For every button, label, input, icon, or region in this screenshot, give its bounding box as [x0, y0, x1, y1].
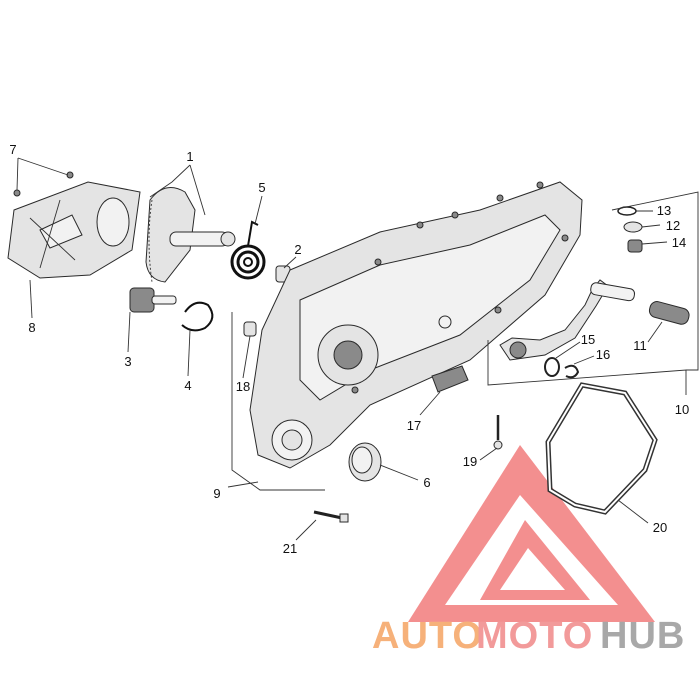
part-1-gear-sector: [145, 187, 236, 283]
callout-18: 18: [236, 379, 250, 394]
callout-12: 12: [666, 218, 680, 233]
callout-20: 20: [653, 520, 667, 535]
part-15-oring: [544, 357, 560, 377]
callout-11: 11: [633, 338, 647, 353]
part-10-kick-lever: [499, 279, 636, 361]
part-4-circlip: [181, 301, 214, 332]
callout-10: 10: [675, 402, 689, 417]
callout-1: 1: [186, 149, 193, 164]
callout-2: 2: [294, 242, 301, 257]
callout-8: 8: [28, 320, 35, 335]
callout-19: 19: [463, 454, 477, 469]
callout-9: 9: [213, 486, 220, 501]
callout-3: 3: [124, 354, 131, 369]
callout-17: 17: [407, 418, 421, 433]
part-18-dowel: [243, 321, 257, 337]
part-12-washer: [623, 221, 643, 233]
callout-5: 5: [258, 180, 265, 195]
callout-13: 13: [657, 203, 671, 218]
callout-7: 7: [9, 142, 16, 157]
part-17-block: [431, 365, 469, 393]
callout-14: 14: [672, 235, 686, 250]
part-6-cap: [348, 442, 382, 482]
watermark-logo: [408, 445, 655, 622]
part-21-bolt: [313, 510, 349, 523]
watermark-hub: HUB: [600, 615, 685, 657]
part-20-gasket: [545, 382, 658, 515]
cover-bolt-holes: [351, 181, 569, 394]
callout-4: 4: [184, 378, 191, 393]
callout-21: 21: [283, 541, 297, 556]
callout-labels: 1 2 3 4 5 6 7 8 9 10 11 12 13 14 15 16 1…: [9, 142, 689, 556]
watermark-text: AUTO MOTO HUB: [372, 615, 685, 657]
part-11-rubber-grip: [648, 301, 690, 325]
part-8-cover-plate: [7, 181, 141, 279]
part-16-circlip: [564, 364, 580, 379]
leader-lines: [16, 157, 699, 541]
part-9-transmission-cover: [249, 181, 583, 469]
watermark-auto: AUTO: [372, 615, 483, 657]
callout-16: 16: [596, 347, 610, 362]
part-14-spring: [627, 239, 643, 253]
part-3-pinion: [129, 287, 177, 313]
callout-6: 6: [423, 475, 430, 490]
watermark-moto: MOTO: [476, 615, 593, 657]
callout-15: 15: [581, 332, 595, 347]
part-19-screw: [493, 415, 503, 450]
part-5-spring: [230, 220, 266, 280]
